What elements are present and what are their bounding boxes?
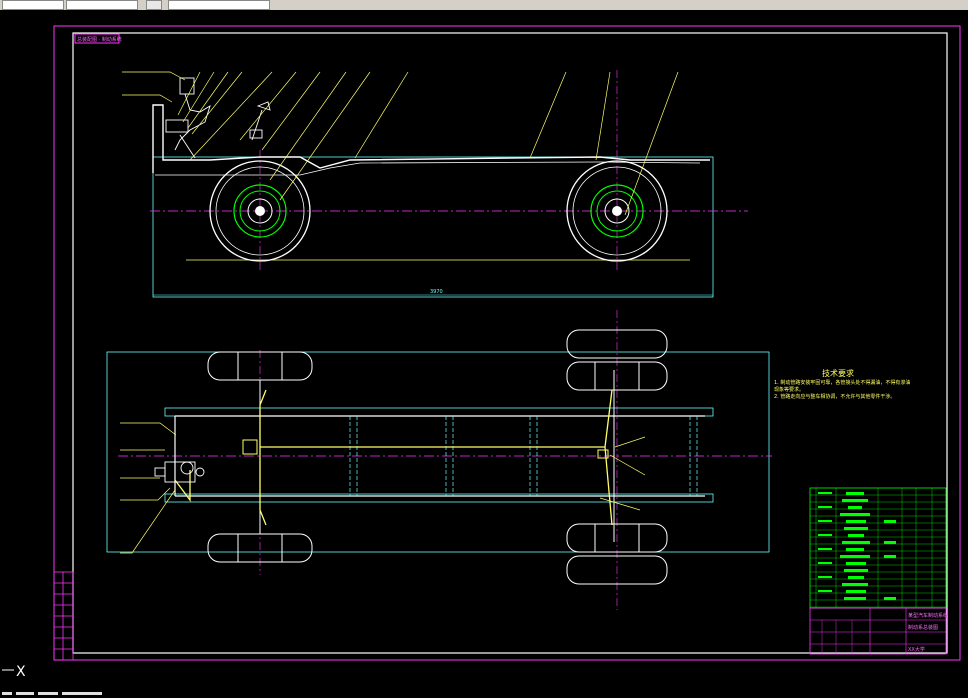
master-cylinder-top: [154, 461, 205, 483]
parts-list: [809, 487, 947, 609]
front-wheels-top: [207, 351, 313, 563]
frame-rail: [152, 104, 710, 173]
tech-requirements: 技术要求 1. 制动管路安装牢固可靠，各管接头处不得漏油，不得有渗油 现象等要求…: [774, 368, 910, 400]
ucs-x-label: X: [16, 664, 26, 680]
toolbar-button[interactable]: [146, 0, 162, 10]
title-block: 某型汽车制动系统 制动系总装图 XX大学: [809, 607, 948, 655]
tech-requirements-heading: 技术要求: [822, 368, 854, 378]
master-cylinder-side: [165, 77, 271, 159]
rear-wheels-top: [566, 329, 668, 585]
title-tag: 总装配图 · 制动系统: [77, 36, 122, 43]
ucs-icon: X: [2, 664, 26, 680]
toolbar: [0, 0, 968, 10]
overall-length-dimension: 3970: [430, 289, 443, 295]
top-envelope: [106, 351, 770, 553]
rear-wheel-side: [566, 160, 668, 262]
drawing-canvas[interactable]: 总装配图 · 制动系统: [0, 10, 968, 690]
title-block-school: XX大学: [908, 646, 925, 653]
brake-lines: [174, 389, 613, 526]
style-dropdown[interactable]: [66, 0, 138, 10]
layer-dropdown[interactable]: [2, 0, 64, 10]
side-envelope: [152, 156, 714, 298]
tech-line-3: 2. 管路走向应与整车相协调，不允许与其他零件干涉。: [774, 393, 895, 400]
top-leaders: [120, 422, 646, 554]
top-view: [106, 310, 772, 610]
command-line[interactable]: [0, 690, 968, 698]
title-block-drawing-no: 制动系总装图: [908, 624, 938, 631]
side-view: 3970: [122, 70, 748, 298]
drawing-frame: [72, 32, 948, 654]
sheet-border: [53, 25, 961, 661]
parts-list-text-blocks: [818, 492, 896, 600]
tech-line-2: 现象等要求。: [774, 386, 804, 393]
side-leaders: [122, 71, 679, 216]
title-tag-box: [74, 33, 120, 44]
revision-column: [53, 571, 74, 661]
front-wheel-side: [209, 160, 311, 262]
title-block-name: 某型汽车制动系统: [908, 612, 948, 619]
lineweight-dropdown[interactable]: [168, 0, 270, 10]
tech-line-1: 1. 制动管路安装牢固可靠，各管接头处不得漏油，不得有渗油: [774, 379, 910, 386]
